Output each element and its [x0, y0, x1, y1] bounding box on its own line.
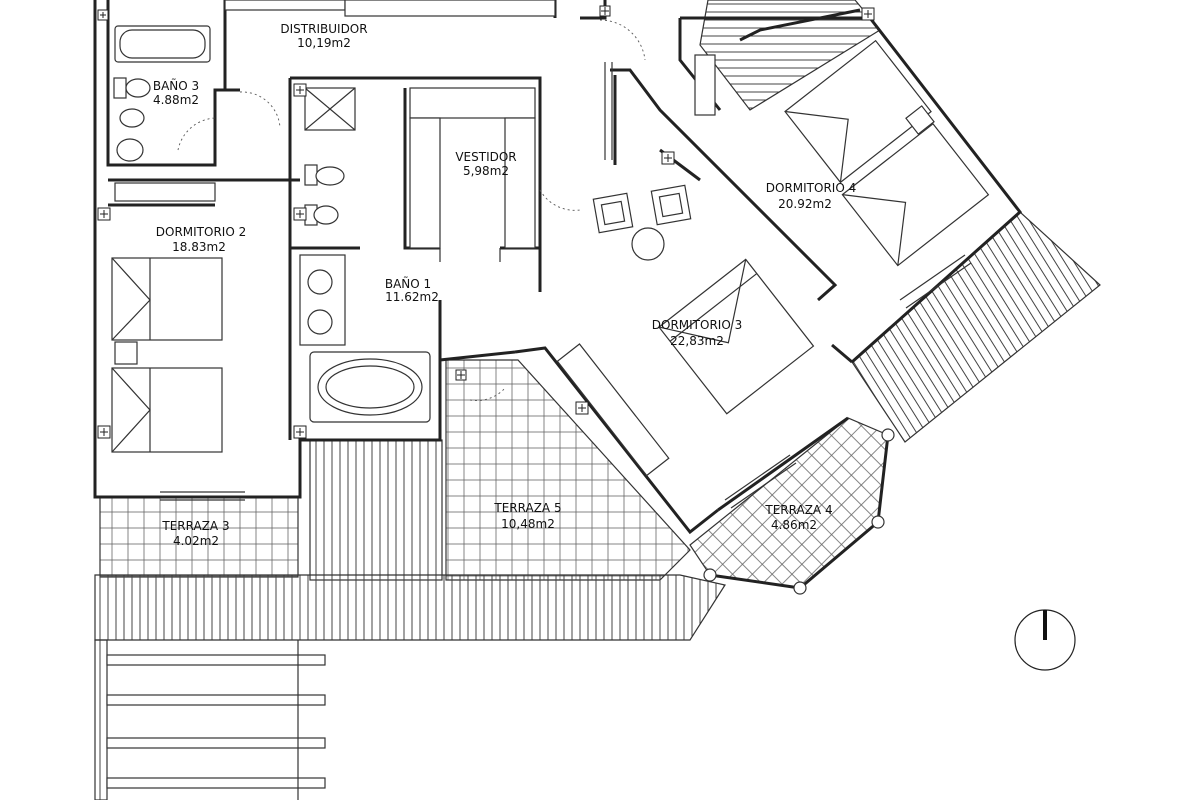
closet-fittings	[409, 87, 536, 262]
dormitorio2-name: DORMITORIO 2	[156, 225, 246, 239]
bed-2	[111, 367, 223, 453]
distribuidor-area: 10,19m2	[297, 36, 351, 50]
terraza5-name: TERRAZA 5	[493, 501, 561, 515]
north-arrow-icon	[1014, 609, 1076, 671]
dormitorio-4-furniture	[694, 39, 990, 267]
walkway-deck	[309, 439, 443, 581]
bed-4a	[784, 39, 932, 184]
light-points	[97, 5, 875, 439]
coffee-table	[631, 227, 665, 261]
wardrobe	[114, 182, 216, 202]
bidet-bano3	[119, 108, 145, 128]
terraza3-area: 4.02m2	[173, 534, 219, 548]
pergola-beams	[106, 640, 326, 800]
terrace-5-tiles	[445, 359, 691, 581]
bano1-area: 11.62m2	[385, 290, 439, 304]
door-swings	[177, 19, 646, 402]
terraza5-area: 10,48m2	[501, 517, 555, 531]
bed-1	[111, 257, 223, 341]
dormitorio-2-furniture	[111, 182, 223, 453]
dormitorio4-name: DORMITORIO 4	[766, 181, 856, 195]
terraza4-area: 4.86m2	[771, 518, 817, 532]
west-stair-post	[94, 639, 108, 800]
wardrobe-4	[694, 54, 716, 116]
bano1-name: BAÑO 1	[385, 276, 431, 291]
vestidor-name: VESTIDOR	[455, 150, 516, 164]
bathroom-fixtures	[113, 25, 431, 423]
north-deck	[699, 0, 881, 111]
room-labels: DISTRIBUIDOR 10,19m2 BAÑO 3 4.88m2 VESTI…	[153, 22, 856, 548]
terraza4-name: TERRAZA 4	[764, 503, 832, 517]
dormitorio2-area: 18.83m2	[172, 240, 226, 254]
toilet-bano1	[304, 164, 318, 186]
dormitorio3-area: 22,83m2	[670, 334, 724, 348]
front-deck	[94, 574, 726, 641]
sink-bano3	[116, 138, 144, 162]
decking	[94, 0, 1101, 800]
terraza3-name: TERRAZA 3	[161, 519, 229, 533]
windows	[160, 0, 972, 509]
terrace-4-railing	[703, 428, 895, 595]
dormitorio-3-furniture	[556, 184, 815, 477]
desk-dormitorio-3	[556, 343, 670, 477]
bano3-name: BAÑO 3	[153, 78, 199, 93]
nightstand	[114, 341, 138, 365]
vestidor-area: 5,98m2	[463, 164, 509, 178]
bano3-area: 4.88m2	[153, 93, 199, 107]
bed-4b	[841, 122, 990, 267]
dormitorio4-area: 20.92m2	[778, 197, 832, 211]
bidet-bano1	[313, 205, 339, 225]
toilet-bano3	[113, 77, 127, 99]
nightstand-4	[905, 105, 935, 135]
bed-dormitorio-3	[658, 258, 815, 415]
dormitorio3-name: DORMITORIO 3	[652, 318, 742, 332]
terrace-3-tiles	[99, 496, 299, 578]
distribuidor-name: DISTRIBUIDOR	[280, 22, 367, 36]
